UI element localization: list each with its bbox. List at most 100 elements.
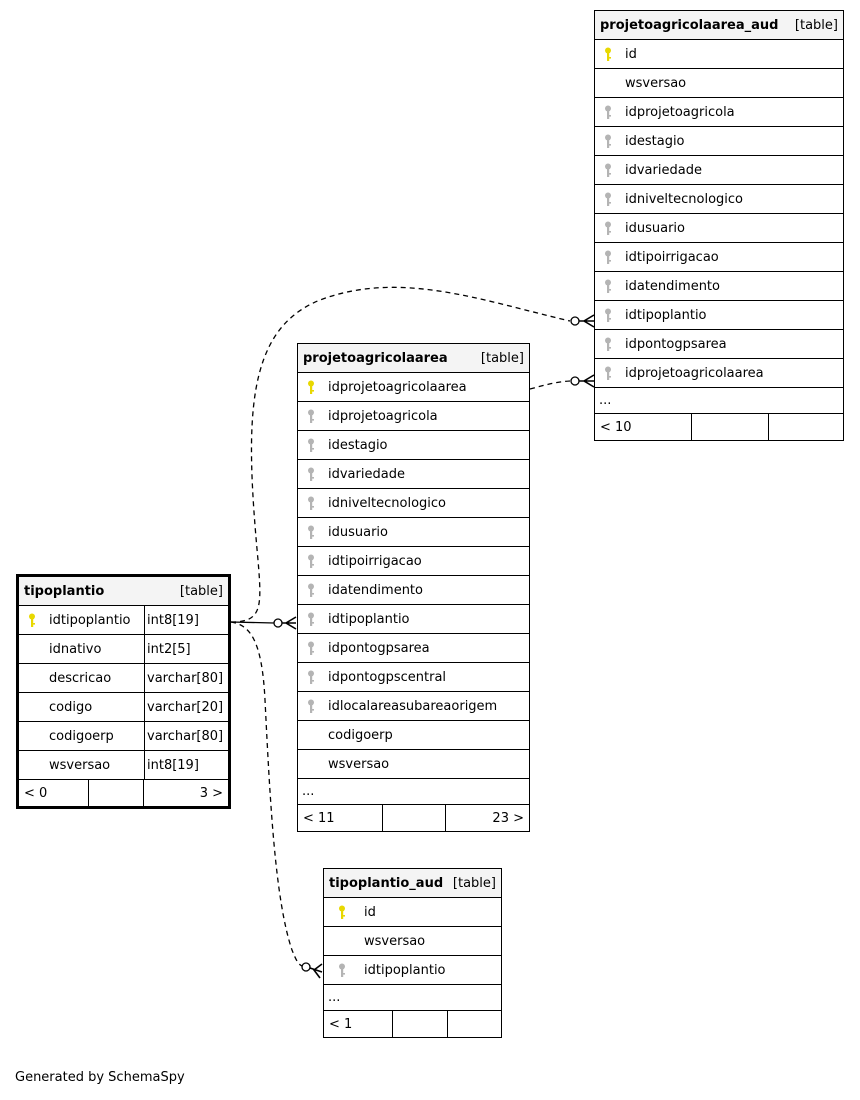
column-type: int2[5] xyxy=(144,635,228,663)
column-name: idprojetoagricola xyxy=(625,104,735,120)
column-row[interactable]: idprojetoagricola xyxy=(298,402,529,431)
table-footer: < 10 xyxy=(595,414,843,440)
column-row[interactable]: idniveltecnologico xyxy=(595,185,843,214)
column-name: id xyxy=(625,46,637,62)
column-row[interactable]: idvariedade xyxy=(298,460,529,489)
table-name: projetoagricolaarea_aud xyxy=(600,17,779,33)
table-footer: < 0 3 > xyxy=(19,780,228,806)
table-name: tipoplantio xyxy=(24,583,105,599)
foreign-key-icon xyxy=(298,409,324,424)
foreign-key-icon xyxy=(298,496,324,511)
column-type: int8[19] xyxy=(144,751,228,779)
column-name: idatendimento xyxy=(625,278,720,294)
column-name: wsversao xyxy=(328,756,390,772)
column-row[interactable]: idtipoirrigacao xyxy=(298,547,529,576)
column-row[interactable]: codigoerp xyxy=(298,721,529,750)
table-header: tipoplantio [table] xyxy=(19,577,228,606)
column-row[interactable]: idtipoirrigacao xyxy=(595,243,843,272)
column-name: idusuario xyxy=(328,524,388,540)
column-name: idprojetoagricolaarea xyxy=(328,379,467,395)
table-tipoplantio-aud[interactable]: tipoplantio_aud [table] id wsversao idtipo… xyxy=(323,868,502,1038)
parents-count: < 11 xyxy=(298,805,383,831)
column-name: idniveltecnologico xyxy=(625,191,743,207)
column-name: idestagio xyxy=(625,133,685,149)
column-name: idtipoplantio xyxy=(625,307,707,323)
column-name: idestagio xyxy=(328,437,388,453)
column-name: idprojetoagricola xyxy=(328,408,438,424)
table-name: projetoagricolaarea xyxy=(303,350,448,366)
column-row[interactable]: idpontogpsarea xyxy=(595,330,843,359)
column-name: idtipoirrigacao xyxy=(328,553,422,569)
column-row[interactable]: idusuario xyxy=(595,214,843,243)
table-name: tipoplantio_aud xyxy=(329,875,444,891)
column-row[interactable]: idpontogpscentral xyxy=(298,663,529,692)
column-type: int8[19] xyxy=(144,606,228,634)
column-name: wsversao xyxy=(364,933,426,949)
column-row[interactable]: idprojetoagricolaarea xyxy=(298,373,529,402)
column-row[interactable]: idatendimento xyxy=(298,576,529,605)
foreign-key-icon xyxy=(298,641,324,656)
column-row[interactable]: idpontogpsarea xyxy=(298,634,529,663)
column-row[interactable]: idvariedade xyxy=(595,156,843,185)
foreign-key-icon xyxy=(595,221,621,236)
foreign-key-icon xyxy=(298,467,324,482)
table-header: projetoagricolaarea_aud [table] xyxy=(595,11,843,40)
table-type: [table] xyxy=(179,583,223,599)
column-name: idpontogpsarea xyxy=(328,640,430,656)
rows-count xyxy=(89,780,144,806)
link-tipoplantio-tipoplantio-aud xyxy=(230,621,303,967)
column-row[interactable]: idlocalareasubareaorigem xyxy=(298,692,529,721)
column-row[interactable]: idprojetoagricola xyxy=(595,98,843,127)
crow-foot xyxy=(309,963,323,979)
foreign-key-icon xyxy=(298,438,324,453)
foreign-key-icon xyxy=(595,337,621,352)
column-row[interactable]: idestagio xyxy=(298,431,529,460)
column-row[interactable]: idatendimento xyxy=(595,272,843,301)
column-row[interactable]: idtipoplantio xyxy=(324,956,501,985)
column-row[interactable]: idtipoplantio xyxy=(595,301,843,330)
column-name: idprojetoagricolaarea xyxy=(625,365,764,381)
table-type: [table] xyxy=(794,17,838,33)
column-name: idpontogpsarea xyxy=(625,336,727,352)
column-name: codigo xyxy=(49,699,93,715)
column-name: id xyxy=(364,904,376,920)
column-row[interactable]: wsversao xyxy=(298,750,529,779)
column-row[interactable]: idniveltecnologico xyxy=(298,489,529,518)
table-projetoagricolaarea[interactable]: projetoagricolaarea [table] idprojetoagr… xyxy=(297,343,530,832)
table-header: tipoplantio_aud [table] xyxy=(324,869,501,898)
foreign-key-icon xyxy=(595,163,621,178)
foreign-key-icon xyxy=(298,525,324,540)
column-row[interactable]: id xyxy=(324,898,501,927)
primary-key-icon xyxy=(595,47,621,62)
column-row[interactable]: idprojetoagricolaarea xyxy=(595,359,843,388)
foreign-key-icon xyxy=(595,366,621,381)
link-end-circle xyxy=(301,962,311,972)
table-projetoagricolaarea-aud[interactable]: projetoagricolaarea_aud [table] id wsvers… xyxy=(594,10,844,441)
more-columns: ... xyxy=(298,779,529,805)
table-type: [table] xyxy=(452,875,496,891)
column-row[interactable]: idtipoplantio xyxy=(298,605,529,634)
column-row[interactable]: wsversao xyxy=(595,69,843,98)
rows-count xyxy=(393,1011,448,1037)
column-row[interactable]: wsversao xyxy=(324,927,501,956)
foreign-key-icon xyxy=(595,192,621,207)
link-end-circle xyxy=(273,618,283,628)
column-row[interactable]: codigo varchar[20] xyxy=(19,693,228,722)
foreign-key-icon xyxy=(298,612,324,627)
column-row[interactable]: idusuario xyxy=(298,518,529,547)
column-name: idniveltecnologico xyxy=(328,495,446,511)
column-row[interactable]: id xyxy=(595,40,843,69)
column-type: varchar[20] xyxy=(144,693,228,721)
link-tipoplantio-projetoagricolaarea-aud xyxy=(230,286,571,623)
rows-count xyxy=(383,805,446,831)
primary-key-icon xyxy=(324,905,360,920)
column-row[interactable]: idestagio xyxy=(595,127,843,156)
column-name: idusuario xyxy=(625,220,685,236)
column-name: idvariedade xyxy=(625,162,702,178)
